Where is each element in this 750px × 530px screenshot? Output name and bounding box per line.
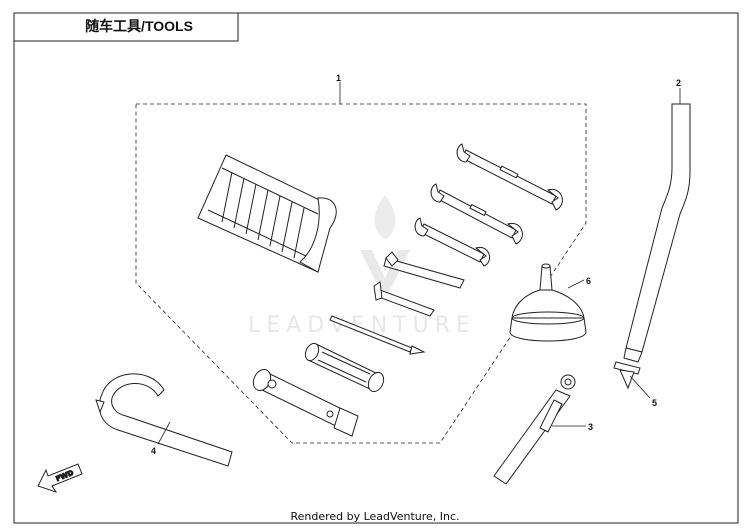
diagram-title: 随车工具/TOOLS [85,18,193,34]
diagram-border [13,12,739,524]
watermark-text: LEADVENTURE [248,313,476,338]
hex-key-small [373,281,435,317]
callout-5: 5 [652,398,657,408]
spark-plug-wrench [252,368,359,437]
fwd-direction-arrow: FWD [37,463,83,493]
title-box [13,12,239,42]
leader-line-5 [629,375,651,399]
oil-funnel [509,263,587,342]
wrench-medium [430,183,523,245]
leader-line-4 [157,421,171,445]
hex-key-large [383,251,465,289]
wrench-small [414,217,491,267]
callout-3: 3 [588,422,593,432]
footer-credit: Rendered by LeadVenture, Inc. [290,510,460,523]
tool-kit-boundary [135,103,587,444]
hook-spanner-wrench [95,373,233,467]
callout-2: 2 [676,78,681,88]
screwdriver-handle [304,342,385,393]
tool-roll-pouch [197,154,337,273]
callout-1: 1 [336,73,341,83]
tow-bar-tube [613,103,691,390]
screwdriver-bit [329,315,426,355]
wrench-large [456,143,563,211]
leader-line-6 [567,279,585,289]
extension-handle [493,374,576,485]
callout-4: 4 [151,446,156,456]
callout-6: 6 [586,276,591,286]
